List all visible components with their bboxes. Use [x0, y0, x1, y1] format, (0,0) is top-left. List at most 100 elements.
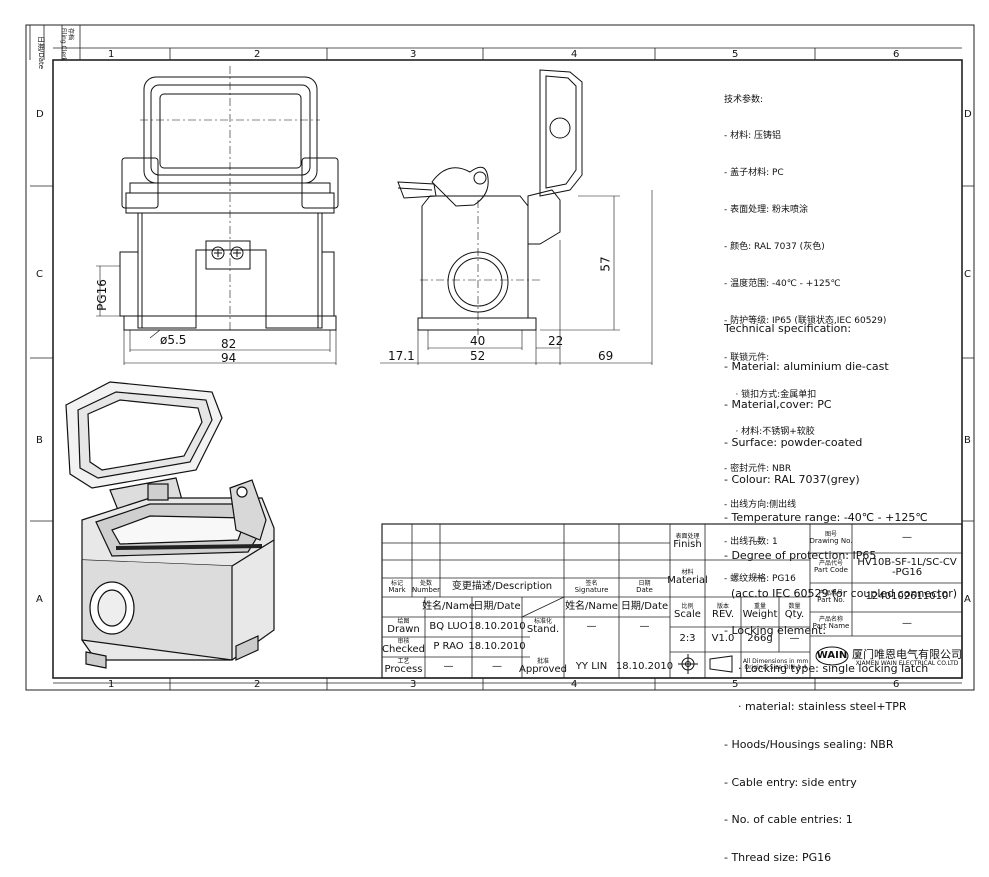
dim-22: 22: [548, 334, 564, 348]
note-zh-line: - 出线孔数: 1: [724, 537, 778, 548]
note-zh-line: - 出线方向:侧出线: [724, 500, 797, 511]
zone-right-d: D: [964, 109, 972, 120]
drawn-date: 18.10.2010: [468, 620, 526, 632]
note-zh-line: - 密封元件: NBR: [724, 463, 792, 474]
dim-82: 82: [221, 337, 237, 351]
note-zh-line: - 螺纹规格: PG16: [724, 574, 796, 585]
zone-left-d: D: [36, 109, 44, 120]
approved-name: YY LIN: [575, 661, 608, 673]
zone-right-a: A: [964, 594, 971, 605]
zone-top-5: 5: [732, 49, 739, 60]
note-en-line: · material: stainless steel+TPR: [724, 700, 907, 713]
stand-name: —: [586, 620, 597, 632]
process-date: —: [492, 661, 502, 673]
note-en-line: - Locking element:: [724, 624, 827, 638]
zone-bottom-1: 1: [108, 679, 115, 690]
note-en-line: (acc.to IEC 60529 for coupled connector): [724, 586, 958, 600]
zone-bottom-6: 6: [893, 679, 900, 690]
zone-right-b: B: [964, 435, 971, 446]
part-name-value: —: [902, 617, 912, 629]
note-en-line: - Colour: RAL 7037(grey): [724, 473, 860, 487]
dim-57: 57: [598, 256, 613, 272]
zone-left-a: A: [36, 594, 43, 605]
note-en-line: - Material: aluminium die-cast: [724, 359, 889, 373]
finish-value: —: [752, 535, 763, 547]
dim-69: 69: [598, 349, 614, 363]
checked-name: P RAO: [433, 640, 464, 652]
notes-chinese: 技术参数: - 材料: 压铸铝 - 盖子材料: PC - 表面处理: 粉末喷涂 …: [724, 69, 886, 598]
projection-symbol: [678, 654, 733, 674]
note-en-line: - Surface: powder-coated: [724, 435, 863, 449]
note-en-line: - Hoods/Housings sealing: NBR: [724, 737, 894, 751]
logo-text: WAIN: [816, 649, 848, 661]
zone-bottom-2: 2: [254, 679, 261, 690]
zone-left-c: C: [36, 269, 43, 280]
note-zh-line: - 表面处理: 粉末喷涂: [724, 205, 809, 216]
note-en-line: - Material,cover: PC: [724, 397, 832, 411]
dim-pg16: PG16: [94, 279, 109, 311]
approved-date: 18.10.2010: [615, 661, 674, 673]
zone-left-b: B: [36, 435, 43, 446]
note-zh-line: - 盖子材料: PC: [724, 168, 784, 179]
drawing-sheet: [25, 24, 975, 691]
side-tab-filing-en: Filing Clerk: [60, 28, 67, 62]
dim-hole: ø5.5: [160, 333, 187, 347]
weight-value: 266g: [747, 633, 773, 645]
title-block-grid: [381, 523, 963, 679]
qty-value: —: [789, 633, 800, 645]
sig-name-header: 姓名/Name: [565, 600, 618, 612]
side-tab-filing-zh: 存档: [67, 28, 74, 41]
dim-40: 40: [470, 334, 486, 348]
stand-date: —: [639, 620, 650, 632]
side-view: [380, 69, 653, 365]
note-zh-line: - 材料: 压铸铝: [724, 131, 782, 142]
note-en-line: - Thread size: PG16: [724, 851, 832, 865]
rev-description-header: 变更描述/Description: [451, 581, 553, 593]
front-view: [96, 66, 339, 365]
name-header: 姓名/Name: [422, 600, 475, 612]
checked-date: 18.10.2010: [468, 640, 526, 652]
date-header: 日期/Date: [473, 600, 521, 612]
zone-bottom-3: 3: [410, 679, 417, 690]
note-zh-line: - 温度范围: -40℃ - +125℃: [724, 279, 841, 290]
note-zh-line: - 颜色: RAL 7037 (灰色): [724, 242, 825, 253]
note-en-line: · Locking type: single locking latch: [724, 662, 929, 676]
dim-17: 17.1: [388, 349, 415, 363]
zone-right-c: C: [964, 269, 971, 280]
zone-top-2: 2: [254, 49, 261, 60]
zone-top-1: 1: [108, 49, 115, 60]
sig-date-header: 日期/Date: [620, 600, 669, 612]
dim-52: 52: [470, 349, 486, 363]
zone-bottom-5: 5: [732, 679, 739, 690]
part-no-value: 1240102611010: [865, 591, 949, 603]
zone-top-4: 4: [571, 49, 578, 60]
isometric-view: [65, 381, 275, 669]
zone-bottom-4: 4: [571, 679, 578, 690]
note-zh-line: · 锁扣方式:金属单扣: [724, 389, 817, 400]
note-en-line: Technical specification:: [724, 322, 852, 336]
note-zh-line: - 联锁元件:: [724, 352, 770, 363]
dim-94: 94: [221, 351, 237, 365]
material-value: —: [752, 572, 763, 584]
process-name: —: [443, 661, 454, 673]
note-en-line: - Degree of protection: IP65: [724, 548, 877, 562]
note-en-line: - Temperature range: -40℃ - +125℃: [724, 511, 928, 525]
